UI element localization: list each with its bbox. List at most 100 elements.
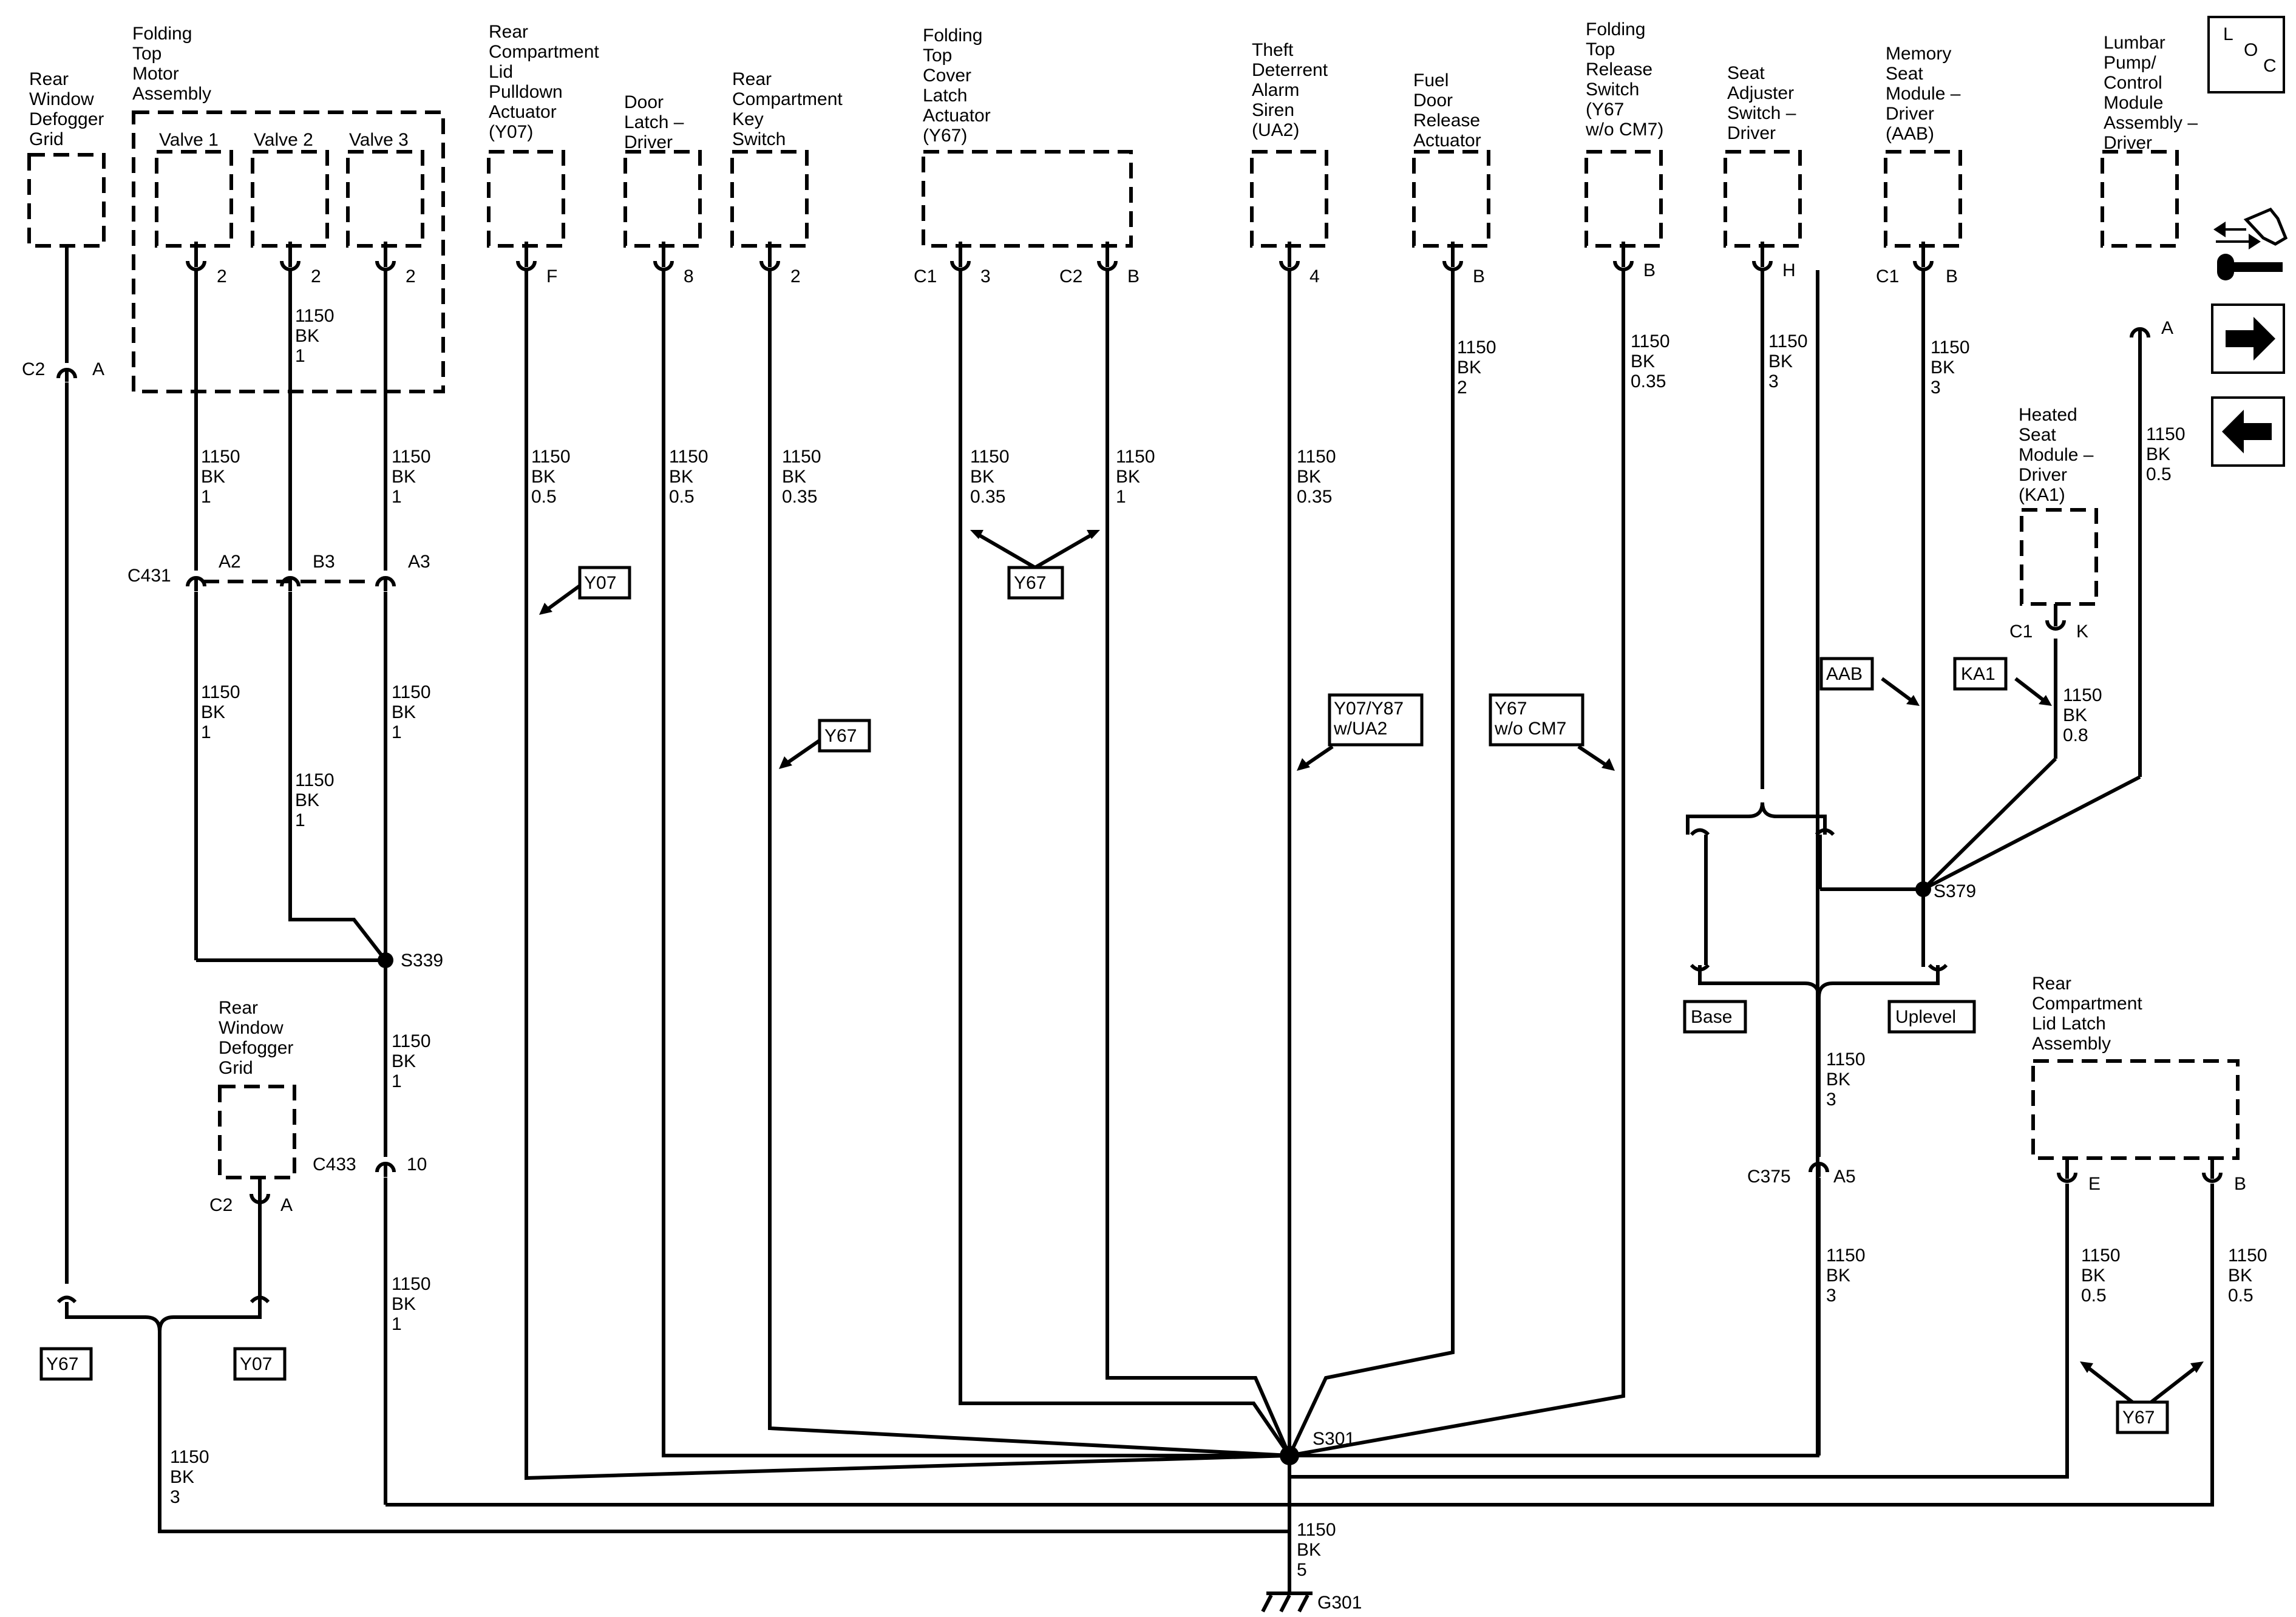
back-arrow-icon[interactable] <box>2211 396 2285 467</box>
option-tag-y07: Y07 <box>240 1354 272 1374</box>
loc-letter-c: C <box>2263 56 2277 76</box>
pulldown-pin: F <box>546 266 557 286</box>
siren-pin: 4 <box>1309 266 1320 286</box>
c431-a3: A3 <box>408 552 430 572</box>
lower-defog-pin: A <box>280 1195 293 1215</box>
lumbar-box <box>2101 150 2179 248</box>
cover-p2-label: B <box>1127 266 1140 286</box>
mem-conn-label: C1 <box>1876 266 1899 286</box>
door-pin: 8 <box>684 266 694 286</box>
option-tag-ka1: KA1 <box>1961 664 1995 684</box>
wiring-tools-icon[interactable] <box>2213 207 2288 280</box>
latch-e-pin: E <box>2088 1174 2101 1194</box>
nav-icons <box>2207 16 2288 467</box>
release-pin: B <box>1643 260 1656 280</box>
option-tag-y67: Y67 <box>46 1354 78 1374</box>
splice-s339-label: S339 <box>401 951 443 971</box>
c431-a2: A2 <box>219 552 241 572</box>
top-release-box <box>1584 150 1663 248</box>
lower-defog-conn: C2 <box>209 1195 233 1215</box>
cover-c2-label: C2 <box>1059 266 1082 286</box>
c375-pin: A5 <box>1833 1167 1856 1187</box>
seat-adjuster-box <box>1724 150 1802 248</box>
heated-pin-label: K <box>2076 622 2088 642</box>
c431-label: C431 <box>127 566 171 586</box>
pulldown-box <box>487 150 565 248</box>
option-tag-aab: AAB <box>1826 664 1863 684</box>
heated-conn-label: C1 <box>2009 622 2033 642</box>
c431-b3: B3 <box>313 552 335 572</box>
splice-s379 <box>1915 881 1931 897</box>
defogger-lower-box <box>218 1085 296 1179</box>
heated-seat-box <box>2020 508 2098 606</box>
memory-seat-box <box>1884 150 1962 248</box>
lumbar-pin: A <box>2161 318 2173 338</box>
door-latch-box <box>623 150 702 248</box>
seat-adj-pin: H <box>1782 260 1796 280</box>
valve2-label: Valve 2 <box>254 130 313 150</box>
fuel-door-box <box>1412 150 1490 248</box>
splice-s379-label: S379 <box>1934 881 1976 901</box>
forward-arrow-icon[interactable] <box>2211 303 2285 374</box>
key-switch-box <box>730 150 809 248</box>
option-tag-y67: Y67 <box>2122 1408 2155 1428</box>
option-tag-uplevel: Uplevel <box>1895 1007 1956 1027</box>
splice-s339 <box>378 952 393 968</box>
splice-s301 <box>1280 1446 1299 1465</box>
connector-symbols <box>58 242 2221 1304</box>
option-tag-y67: Y67 <box>1014 573 1046 593</box>
valve1-label: Valve 1 <box>159 130 219 150</box>
valve1-box <box>155 150 233 248</box>
option-tags <box>39 566 2169 1434</box>
valve3-pin: 2 <box>406 266 416 286</box>
mem-pin-label: B <box>1946 266 1958 286</box>
c433-pin: 10 <box>407 1154 427 1175</box>
defog-conn-label: C2 <box>22 359 45 379</box>
valve3-label: Valve 3 <box>349 130 409 150</box>
latch-b-pin: B <box>2234 1174 2246 1194</box>
ground-g301-label: G301 <box>1317 1593 1362 1613</box>
ground-icon <box>1261 1592 1313 1613</box>
c375-label: C375 <box>1747 1167 1791 1187</box>
loc-letter-o: O <box>2244 40 2258 60</box>
wiring <box>65 246 2214 1593</box>
fuel-pin: B <box>1473 266 1485 286</box>
defogger-top-box <box>27 153 106 248</box>
loc-icon[interactable] <box>2207 16 2285 93</box>
c433-label: C433 <box>313 1154 356 1175</box>
valve3-box <box>346 150 424 248</box>
